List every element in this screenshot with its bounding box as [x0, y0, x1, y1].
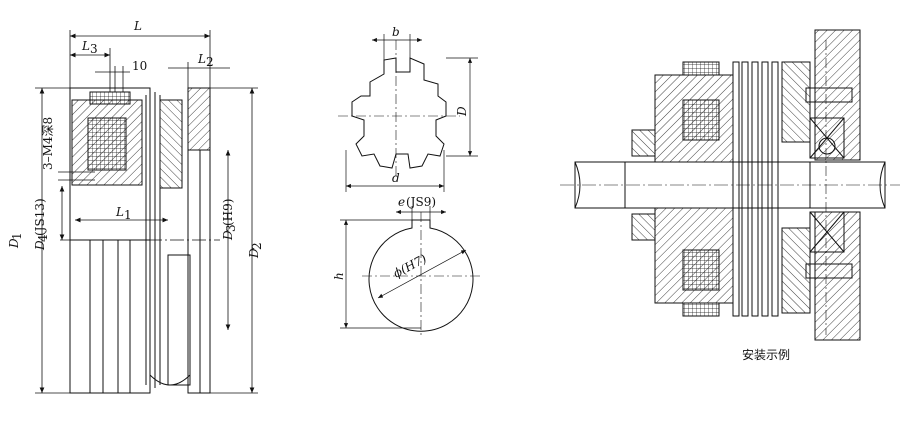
label-D: D [455, 106, 469, 117]
keyway-labels: e (JS9) h ϕ(H7) [332, 195, 436, 281]
label-L1: L [115, 205, 124, 219]
label-b: b [392, 25, 400, 39]
label-D2-sub: 2 [250, 242, 264, 250]
label-L2-sub: 2 [206, 55, 214, 69]
label-L1-sub: 1 [124, 208, 132, 222]
coil-winding [87, 117, 127, 171]
keyway-section-view [340, 206, 480, 336]
keyway-outline [368, 219, 474, 332]
terminal-block [89, 91, 131, 105]
label-L2: L [197, 52, 206, 66]
caption-install: 安装示例 [742, 347, 790, 362]
left-view-labels: L L 3 10 L 2 L 1 3–M4深8 D 1 D 4 (JS13) D… [7, 19, 264, 259]
label-D4-sub: 4 [36, 234, 50, 242]
label-D1: D [7, 238, 21, 249]
hub-lower [167, 254, 191, 386]
label-L3: L [81, 39, 90, 53]
label-L: L [133, 19, 142, 33]
gear-bottom [814, 211, 861, 341]
install-caption: 安装示例 [742, 347, 790, 362]
clutch-section-view [60, 87, 220, 394]
armature-hatch [159, 99, 183, 189]
label-thread: 3–M4深8 [41, 117, 55, 170]
spline-section-view [338, 34, 478, 192]
label-h: h [332, 272, 346, 280]
installation-example-view [560, 29, 900, 341]
label-D4: D [33, 240, 47, 251]
label-d: d [392, 171, 400, 185]
label-D1-sub: 1 [10, 232, 24, 240]
label-D3-tol: (H9) [221, 199, 235, 226]
spline-labels: b D d [392, 25, 469, 185]
left-view-dimensions [35, 30, 258, 394]
label-e-tol: (JS9) [406, 195, 436, 209]
flange-lower [187, 149, 211, 394]
label-10: 10 [132, 59, 147, 73]
label-L3-sub: 3 [90, 42, 98, 56]
label-D4-tol: (JS13) [33, 198, 47, 236]
coil-top-winding [682, 99, 720, 141]
label-D3-sub: 3 [224, 224, 238, 232]
label-D3: D [221, 230, 235, 241]
flange-hatch [187, 87, 211, 151]
label-D2: D [247, 248, 261, 259]
label-e: e [398, 195, 405, 209]
spline-outline [351, 57, 447, 169]
coil-bottom-winding [682, 249, 720, 291]
